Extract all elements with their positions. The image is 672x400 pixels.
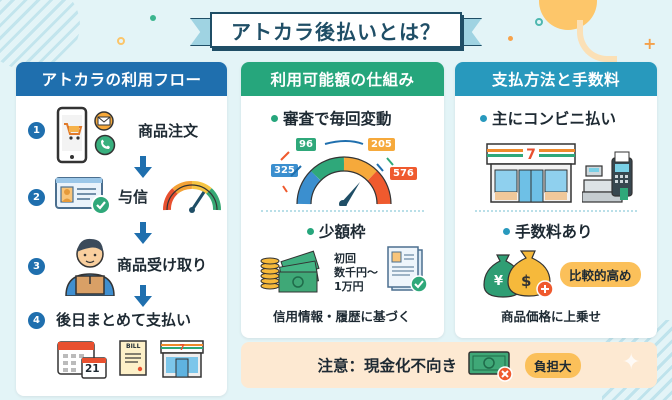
section-title-text: 審査で毎回変動 (283, 110, 392, 128)
svg-text:7: 7 (526, 147, 536, 163)
decorative-dot (150, 15, 156, 21)
dotted-divider (261, 210, 424, 212)
smartphone-cart-icon (56, 106, 88, 164)
gauge-icon (163, 181, 221, 213)
warning-bar: 注意：現金化不向き 負担大 (241, 342, 657, 388)
step-number: 3 (28, 258, 45, 275)
payment-panel-header: 支払方法と手数料 (455, 62, 657, 96)
bullet-icon (503, 227, 510, 235)
bullet-icon (480, 114, 487, 122)
step-label: 後日まとめて支払い (56, 311, 192, 329)
convenience-store-icon: 7 (486, 143, 576, 203)
section-title: 少額枠 (307, 220, 366, 242)
amount-line: 数千円～ (334, 266, 378, 279)
limit-panel: 利用可能額の仕組み 審査で毎回変動 325 96 205 576 少額枠 (241, 62, 444, 338)
document-check-icon (387, 246, 428, 293)
section-title-text: 少額枠 (319, 223, 366, 241)
step-number: 2 (28, 189, 45, 206)
fee-level-badge: 比較的高め (560, 262, 641, 287)
caption: 信用情報・履歴に基づく (273, 309, 411, 324)
flow-panel: アトカラの利用フロー 1 商品注文 2 与信 (16, 62, 227, 396)
money-bags-icon (483, 250, 554, 298)
page-title: アトカラ後払いとは？ (210, 12, 462, 48)
arrow-down-icon (134, 156, 152, 178)
calendar-day: 21 (85, 363, 100, 375)
amount-detail: 初回 数千円～ 1万円 (334, 252, 378, 294)
change-arrows-icon (280, 140, 394, 193)
credit-gauge-icon (296, 156, 392, 206)
step-label: 与信 (118, 188, 149, 206)
section-title-text: 主にコンビニ払い (492, 110, 617, 128)
dollar-symbol: $ (521, 272, 532, 290)
section-title: 手数料あり (503, 220, 593, 242)
decorative-ring (117, 37, 125, 45)
amount-line: 1万円 (334, 280, 364, 293)
section-title-text: 手数料あり (515, 223, 593, 241)
step-label: 商品受け取り (117, 256, 208, 274)
cash-register-icon (582, 151, 633, 203)
bullet-icon (307, 227, 314, 235)
arrow-down-icon (134, 222, 152, 244)
decorative-dot (508, 36, 513, 41)
calendar-icon (57, 341, 107, 379)
limit-panel-header: 利用可能額の仕組み (241, 62, 444, 96)
arrow-down-icon (134, 285, 152, 307)
cash-stack-icon (260, 250, 320, 293)
svg-text:7: 7 (179, 343, 185, 352)
caption: 商品価格に上乗せ (501, 309, 602, 324)
sparkle-icon: ✦ (622, 350, 641, 375)
warning-text: 注意：現金化不向き (317, 357, 457, 375)
bill-label: BILL (126, 343, 141, 350)
value-tag: 205 (368, 138, 395, 151)
step-number: 1 (28, 122, 45, 139)
dotted-divider (475, 210, 637, 212)
section-title: 審査で毎回変動 (271, 107, 392, 129)
decorative-stripes (0, 0, 80, 70)
flow-panel-header: アトカラの利用フロー (16, 62, 227, 96)
payment-panel: 支払方法と手数料 主にコンビニ払い 7 手数料あり (455, 62, 657, 338)
mail-bubble-icon (94, 111, 114, 131)
bill-icon (119, 340, 147, 376)
person-with-package-icon (65, 238, 115, 296)
decorative-plus: + (643, 34, 657, 53)
decorative-ring (535, 18, 543, 26)
bullet-icon (271, 114, 278, 122)
yen-symbol: ¥ (494, 274, 504, 289)
burden-badge: 負担大 (525, 352, 581, 378)
step-label: 商品注文 (138, 122, 199, 140)
amount-line: 初回 (334, 252, 356, 265)
section-title: 主にコンビニ払い (480, 107, 616, 129)
value-tag: 576 (390, 167, 417, 180)
value-tag: 325 (271, 164, 298, 177)
phone-bubble-icon (94, 134, 116, 156)
decorative-swirl (577, 20, 617, 62)
value-tag: 96 (296, 138, 316, 151)
cash-prohibited-icon (468, 351, 513, 382)
id-card-check-icon (55, 177, 111, 215)
convenience-store-icon: 7 (160, 340, 204, 378)
step-number: 4 (28, 312, 45, 329)
